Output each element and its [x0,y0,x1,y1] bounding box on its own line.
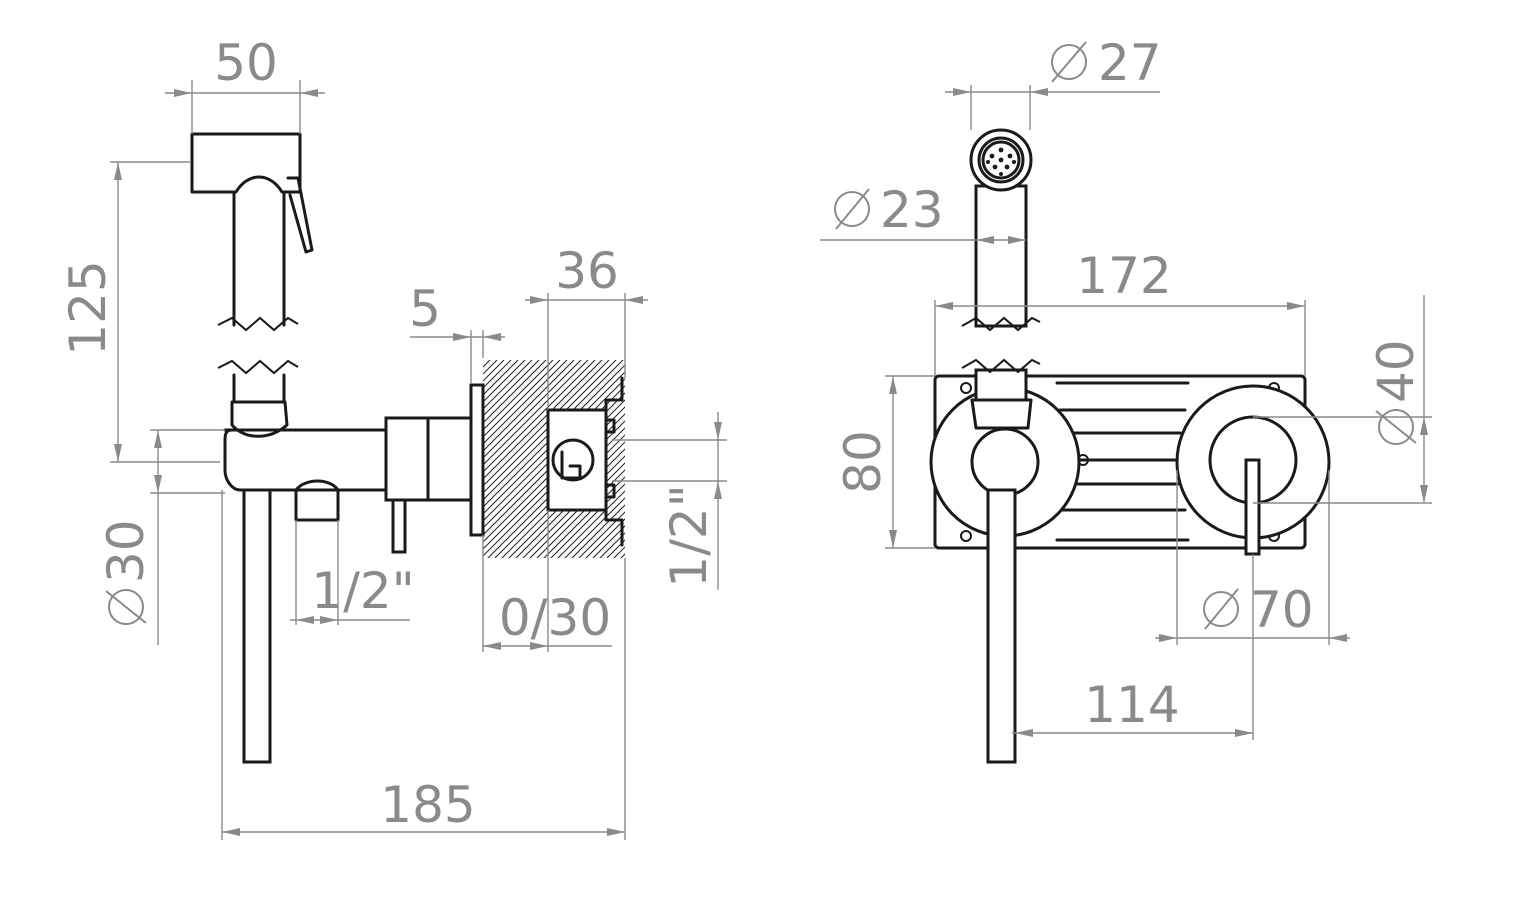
dim-plate-width: 172 [934,247,1306,376]
cartridge-stem [560,450,582,480]
hatch-line [483,360,519,396]
mixer-box [546,408,608,512]
dim-knob-diameter: 40 [1253,295,1432,504]
shower-face-icon [969,128,1033,192]
hatch-line [578,511,625,558]
break-line-front-top [961,316,1041,332]
front-view: 27 23 172 [820,34,1432,764]
hatch-line [592,525,625,558]
dim-overall-length-label: 185 [380,776,475,834]
dim-flange-label: 5 [409,280,441,338]
dim-adjustment-label: 0/30 [499,589,611,647]
hatch-line [483,364,625,508]
hatch-line [543,476,625,558]
dim-flange: 5 [409,280,505,384]
hatch-line [483,360,554,431]
hatch-line [483,360,526,403]
dim-handle-inner: 23 [820,181,1026,244]
outlet-pipe [223,428,388,492]
dim-hose-diameter-label: 30 [97,519,155,583]
hatch-line [483,360,596,473]
hose-vertical [242,488,272,764]
shower-handle-front [974,184,1028,328]
dim-handle-outer: 27 [945,34,1162,130]
dim-inlet-thread-label: 1/2" [660,484,718,587]
break-line-bottom [217,359,299,375]
hatch-line [557,490,625,558]
screw-hole-tl [960,382,972,394]
dim-knob-diameter-label: 40 [1367,339,1425,403]
dim-inlet-thread: 1/2" [612,412,727,590]
mixer-lever [1244,458,1261,556]
hatch-line [483,360,575,452]
hatch-line [522,455,625,558]
box-bracket-bottom [604,483,624,547]
hatch-line [483,360,610,487]
hatch-line [529,462,625,558]
lever-pin [391,498,407,554]
wall-flange [469,383,485,537]
hatch-line [483,360,568,445]
hatch-line [483,360,603,480]
dim-plate-width-label: 172 [1076,247,1171,305]
holder-knob [970,427,1040,497]
dim-height: 125 [59,161,220,463]
dim-plate-height-label: 80 [834,430,892,494]
holder-ring [230,400,289,438]
hatch-line [483,360,533,410]
hose-front [986,488,1017,764]
dim-outlet-thread: 1/2" [290,520,415,625]
dim-adjustment: 0/30 [482,510,612,652]
dim-center-distance-label: 114 [1084,676,1179,734]
hatch-line [564,497,625,558]
hatch-line [483,360,617,494]
hatch-line [483,360,547,424]
hatch-line [550,483,625,558]
dim-outlet-thread-label: 1/2" [311,562,414,620]
handle-collar [970,398,1033,430]
dim-rosette-diameter: 70 [1155,470,1350,645]
shower-handle [232,190,286,404]
dim-head-width-label: 50 [214,34,278,92]
hatch-line [626,360,826,560]
hatch-line [483,371,625,515]
dim-rosette-diameter-label: 70 [1250,581,1314,639]
break-line-top [217,316,299,332]
hatch-line [620,553,625,558]
hatch-line [483,360,624,501]
dim-center-distance: 114 [1012,554,1254,740]
dim-height-label: 125 [59,260,117,355]
cartridge-icon [551,438,595,482]
dim-plate-height: 80 [834,375,935,549]
shower-head [190,132,302,194]
dim-body-depth-label: 36 [555,242,619,300]
hatch-line [536,469,625,558]
hatch-line [483,378,625,522]
screw-hole-bl [960,530,972,542]
hatch-line [483,360,589,466]
hatch-line [571,504,625,558]
outlet-nut [294,479,340,522]
hatch-line [483,360,540,417]
dim-head-width: 50 [165,34,325,134]
dim-hose-diameter: 30 [97,429,225,645]
dim-handle-inner-label: 23 [880,181,944,239]
shower-lever [286,176,314,254]
hatch-line [483,360,561,438]
dim-overall-length: 185 [221,490,626,840]
dim-handle-outer-label: 27 [1098,34,1162,92]
break-line-front-bottom [961,358,1041,374]
side-view: 50 125 5 36 [59,34,826,840]
hatch-line [585,518,625,558]
box-bracket-top [604,376,624,434]
dim-body-depth: 36 [525,242,648,410]
